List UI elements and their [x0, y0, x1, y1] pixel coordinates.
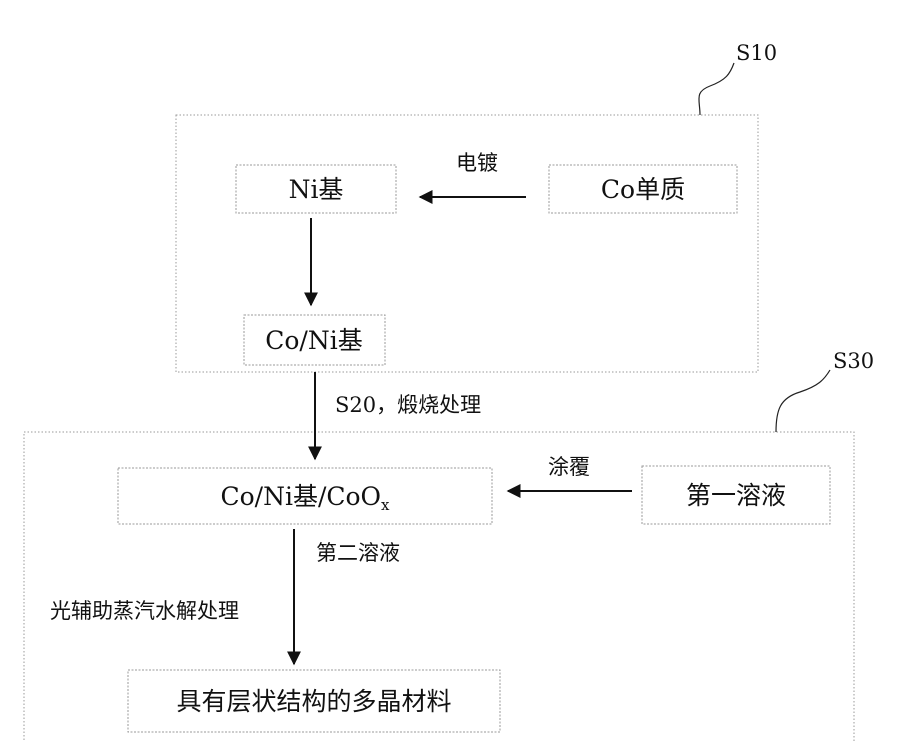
group-s30-label: S30	[833, 349, 874, 373]
edge-electroplating-label: 电镀	[456, 151, 498, 175]
node-co-ni-coox-main: Co/Ni基/CoO	[220, 482, 381, 511]
group-s30-leader	[776, 370, 830, 432]
node-ni-base-label: Ni基	[289, 175, 344, 204]
node-co-element-label: Co单质	[601, 175, 685, 204]
node-first-solution-label: 第一溶液	[686, 481, 786, 510]
node-co-ni-base-label: Co/Ni基	[265, 326, 362, 355]
edge-coating-label: 涂覆	[548, 455, 590, 479]
node-co-ni-coox-label: Co/Ni基/CoOx	[220, 482, 390, 514]
node-co-ni-coox-subscript: x	[381, 496, 390, 514]
edge-hydrolysis-label: 光辅助蒸汽水解处理	[50, 599, 239, 623]
edge-calcination-label: S20，煅烧处理	[335, 393, 481, 417]
edge-second-solution-label: 第二溶液	[316, 541, 400, 565]
group-s10-label: S10	[736, 41, 777, 65]
group-s10-leader	[699, 63, 734, 115]
node-product-label: 具有层状结构的多晶材料	[176, 687, 451, 716]
